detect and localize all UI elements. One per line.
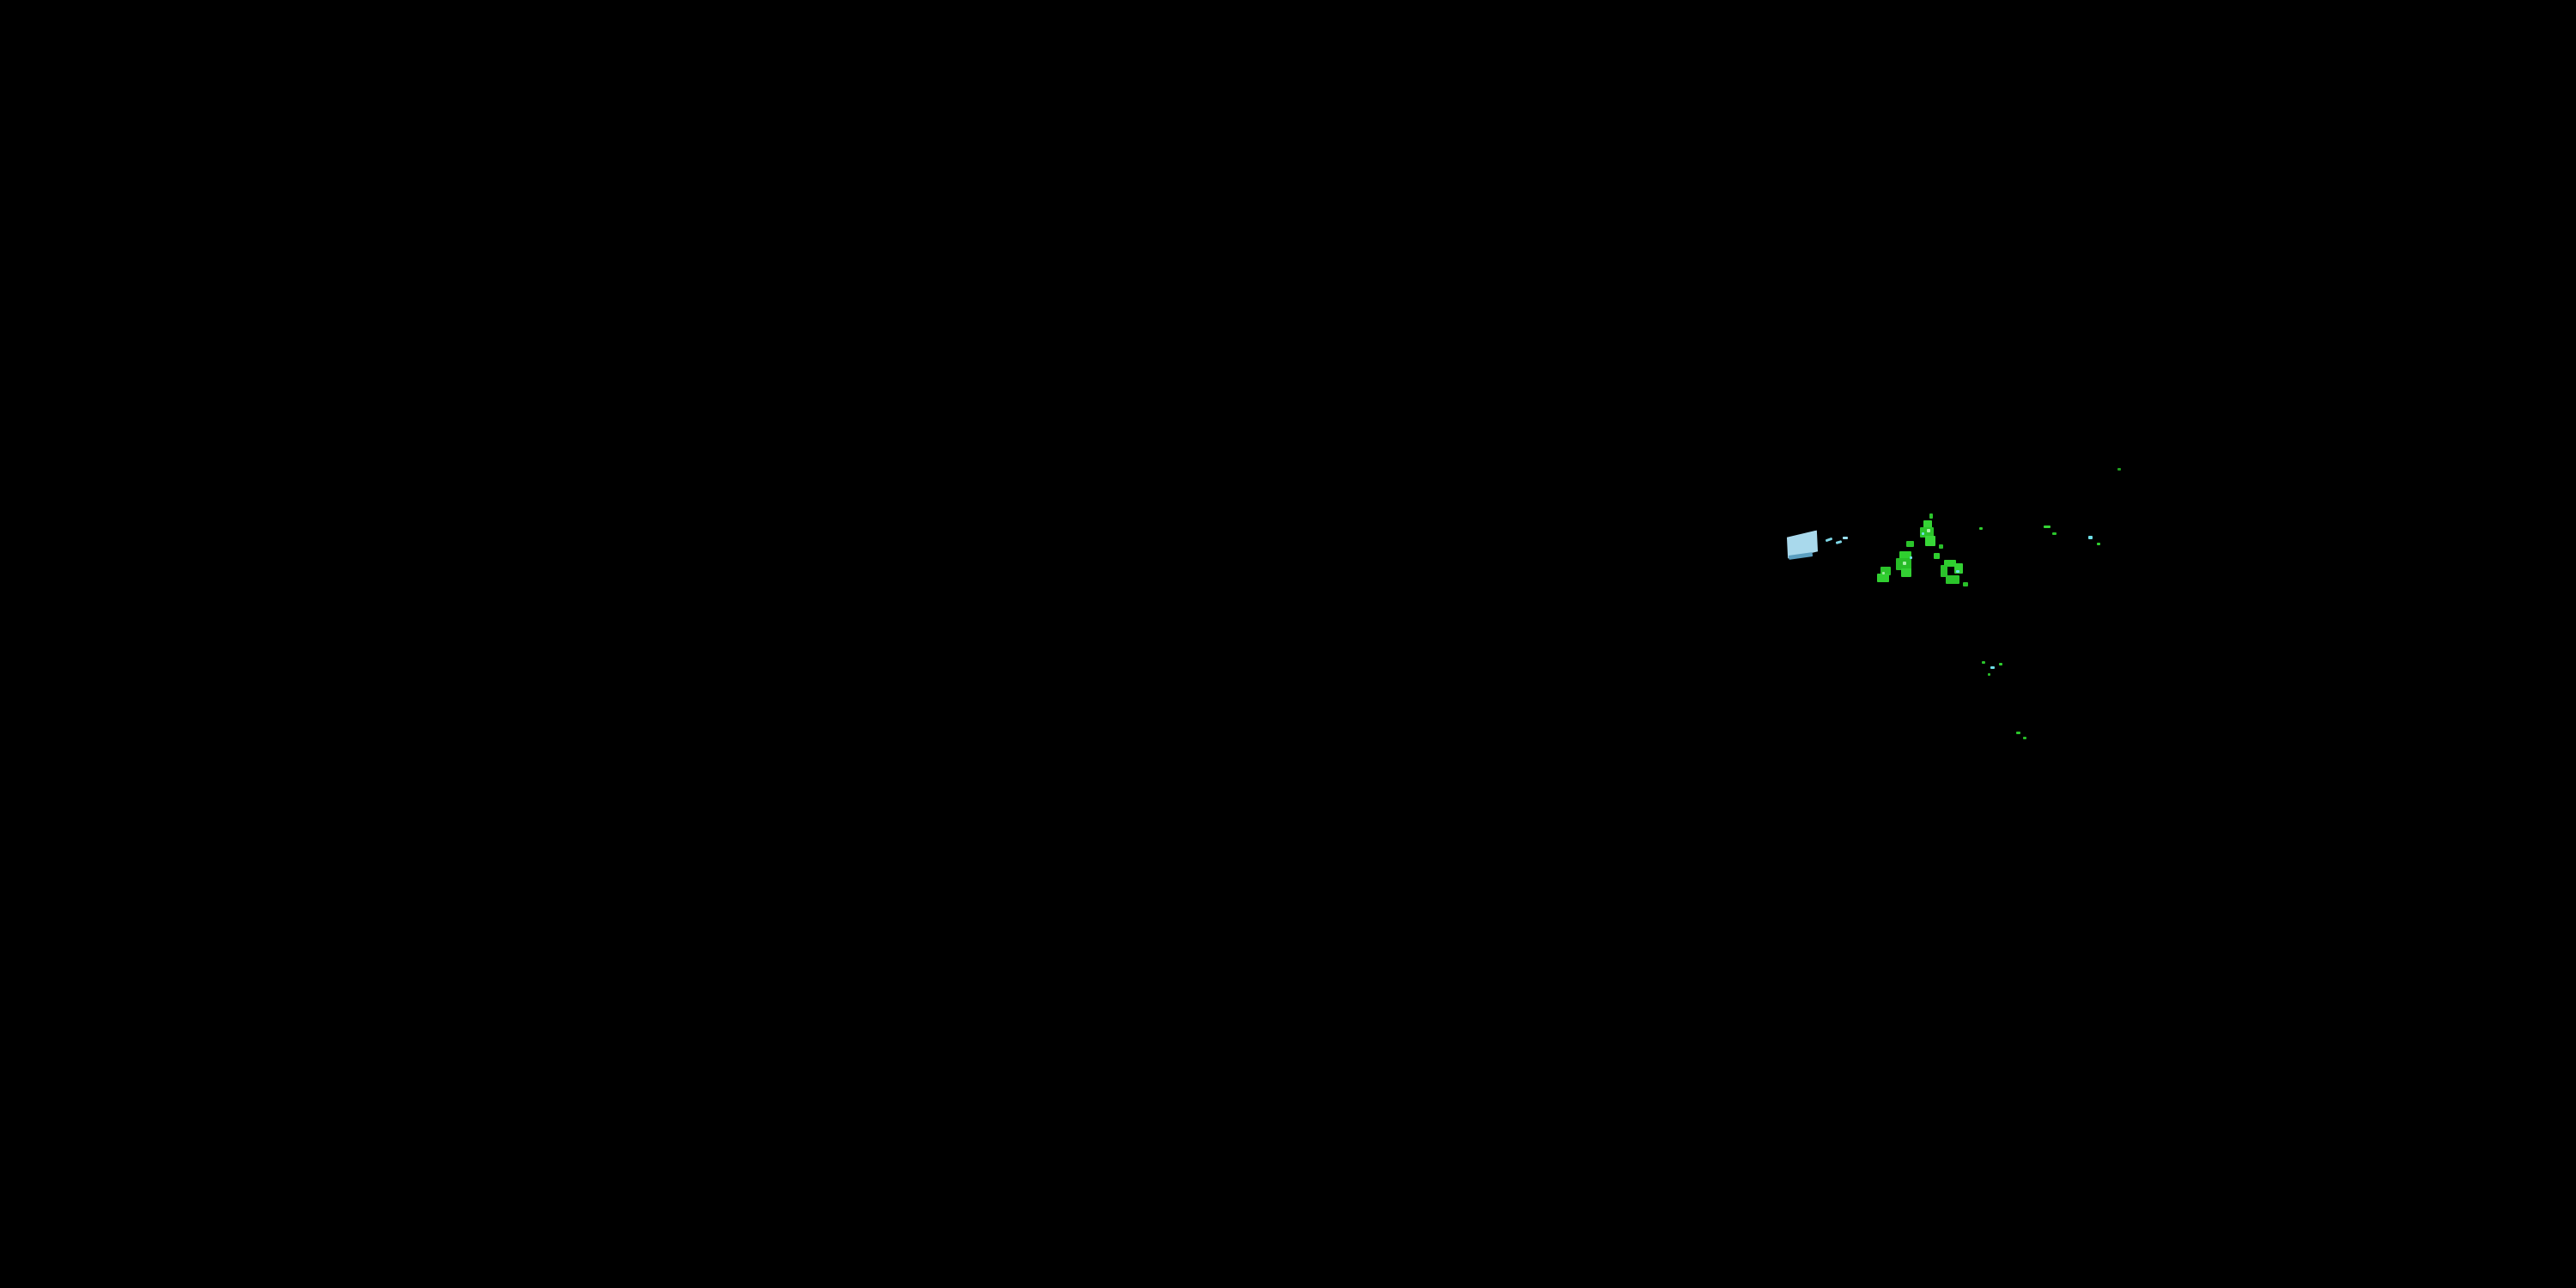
cyan-dash [1835,540,1843,544]
islet [1906,541,1914,547]
island-fleck [1903,562,1906,565]
speck-cluster-south [1999,663,2002,665]
island-fleck [1922,532,1924,535]
speck [2044,526,2050,528]
speck [1979,527,1983,530]
island-cluster-a [1925,536,1935,546]
island-cluster-a [1923,520,1932,529]
cyan-dash [1825,537,1833,543]
island-fleck [1927,529,1930,532]
speck [2088,536,2093,539]
speck-cluster-south [1982,661,1985,664]
speck [2016,732,2020,734]
island-cluster-d [1944,560,1956,567]
island-cluster-d [1941,565,1947,577]
cyan-dash [1843,537,1848,539]
island-cluster-b [1901,568,1911,577]
islet [1939,544,1943,549]
speck [2052,532,2057,535]
island-cluster-a [1920,527,1934,538]
island-cluster-c [1880,567,1891,575]
island-fleck [1882,572,1885,574]
island-fleck [1910,556,1912,559]
island-cluster-d [1954,563,1963,574]
island-cluster-d [1963,582,1968,586]
island-cluster-c [1877,574,1889,582]
speck-cluster-south [1988,673,1990,676]
island-cluster-a [1929,513,1933,519]
island-fleck [1956,570,1959,573]
speck [2023,737,2026,739]
islet [1934,553,1940,559]
speck-cluster-south [1990,666,1995,669]
speck [2097,543,2100,545]
speck [2117,468,2121,471]
island-cluster-d [1946,575,1959,584]
island-cluster-b [1899,551,1911,560]
